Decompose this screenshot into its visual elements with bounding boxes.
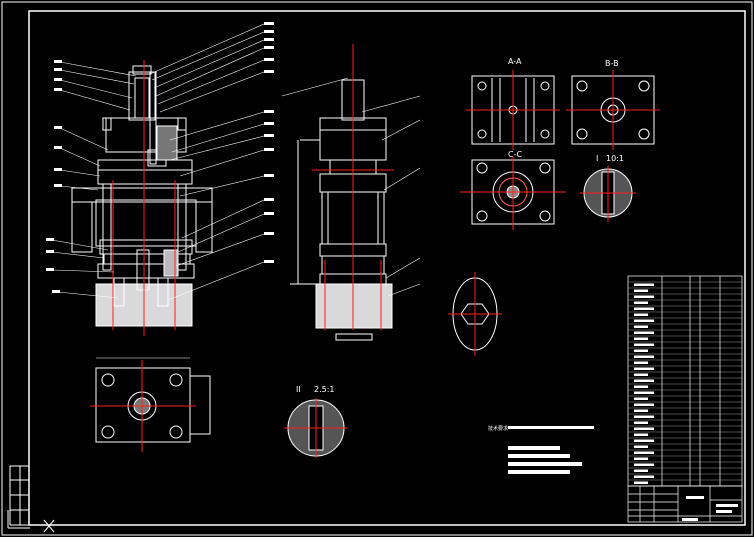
parts-list-entry: [634, 475, 654, 478]
ucs-icon: [7, 510, 55, 533]
parts-list-entry: [634, 457, 648, 460]
parts-list-entry: [634, 301, 648, 304]
parts-list-entry: [634, 391, 654, 394]
parts-list-entry: [634, 289, 648, 292]
parts-list-entry: [634, 397, 648, 400]
side-view-centerlines: [312, 44, 394, 330]
parts-list-entry: [634, 469, 648, 472]
parts-list-entry: [634, 349, 648, 352]
detail-i: I 10:1: [580, 154, 636, 222]
label-detail-ii: II: [296, 385, 301, 394]
parts-list-entry: [634, 355, 654, 358]
parts-list-entry: [634, 337, 648, 340]
title-block: [627, 485, 743, 523]
parts-list-entry: [634, 379, 654, 382]
label-detail-i-scale: 10:1: [606, 154, 624, 163]
parts-list-entry: [634, 295, 654, 298]
label-a-a: A-A: [508, 57, 522, 66]
detail-ii: II 2.5:1: [284, 385, 348, 458]
title-block-text: [682, 496, 738, 521]
parts-list-entry: [634, 325, 648, 328]
section-a-a: A-A: [466, 57, 560, 150]
parts-list-rows: [628, 281, 742, 484]
parts-list-entry: [634, 307, 654, 310]
section-b-b: B-B: [566, 59, 660, 150]
technical-notes: 技术要求: [488, 425, 594, 474]
parts-list-entry: [634, 445, 648, 448]
main-view-balloons: [46, 22, 274, 293]
notes-heading: 技术要求: [488, 425, 508, 432]
parts-list-entry: [634, 409, 648, 412]
main-assembly-view: [71, 65, 213, 327]
side-view-leaders: [281, 77, 421, 297]
parts-list-entry: [634, 427, 654, 430]
parts-list-entry: [634, 433, 648, 436]
parts-list-entry: [634, 481, 648, 484]
parts-list-entry: [634, 313, 648, 316]
side-view: [290, 79, 393, 341]
parts-list-entry: [634, 373, 648, 376]
section-c-c: C-C: [460, 150, 566, 230]
parts-list-entry: [634, 343, 654, 346]
parts-list-entry: [634, 361, 648, 364]
parts-list-entry: [634, 403, 654, 406]
parts-list-entry: [634, 439, 654, 442]
label-detail-i: I: [596, 154, 598, 163]
parts-list-entry: [634, 283, 654, 286]
parts-list-entry: [634, 463, 654, 466]
parts-list-entry: [634, 319, 654, 322]
main-view-leaders: [51, 23, 265, 301]
parts-list-entry: [634, 385, 648, 388]
hex-nut-view: [448, 272, 502, 356]
label-b-b: B-B: [605, 59, 619, 68]
parts-list-entry: [634, 415, 654, 418]
parts-list-entry: [634, 421, 648, 424]
main-view-centerlines: [112, 60, 176, 336]
parts-list-entry: [634, 331, 654, 334]
parts-list-entry: [634, 367, 654, 370]
label-c-c: C-C: [508, 150, 522, 159]
parts-list-entry: [634, 451, 654, 454]
plan-view: [90, 357, 211, 452]
label-detail-ii-scale: 2.5:1: [314, 385, 335, 394]
